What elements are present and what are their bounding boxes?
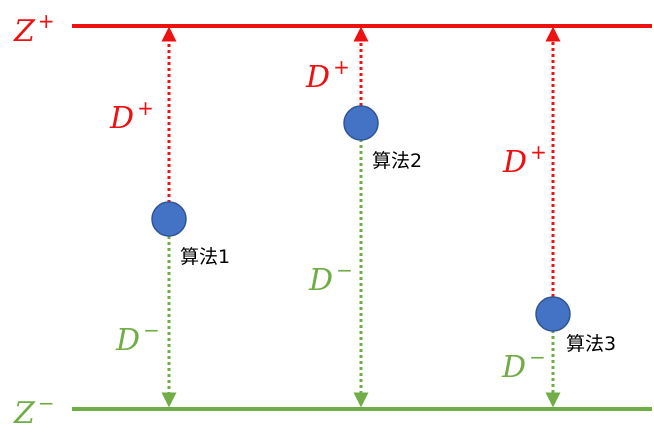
upper-bound-label: Z+: [13, 9, 55, 49]
algorithm-1-point: [151, 201, 187, 237]
algorithm-2-label: 算法2: [372, 150, 422, 172]
algorithm-3: D+ D− 算法3: [501, 26, 616, 408]
lower-bound-label: Z−: [13, 391, 55, 431]
d-minus-label-2: D−: [308, 258, 353, 298]
d-minus-label-1: D−: [115, 318, 160, 358]
d-plus-label-2: D+: [305, 55, 350, 95]
algorithm-1: D+ D− 算法1: [109, 26, 230, 408]
algorithm-3-label: 算法3: [566, 333, 616, 355]
algorithm-1-label: 算法1: [180, 246, 230, 268]
algorithm-2: D+ D− 算法2: [305, 26, 422, 408]
d-minus-label-3: D−: [501, 345, 546, 385]
algorithm-2-point: [343, 105, 379, 141]
d-plus-label-1: D+: [109, 96, 154, 136]
d-plus-label-3: D+: [502, 140, 547, 180]
algorithm-3-point: [535, 296, 571, 332]
